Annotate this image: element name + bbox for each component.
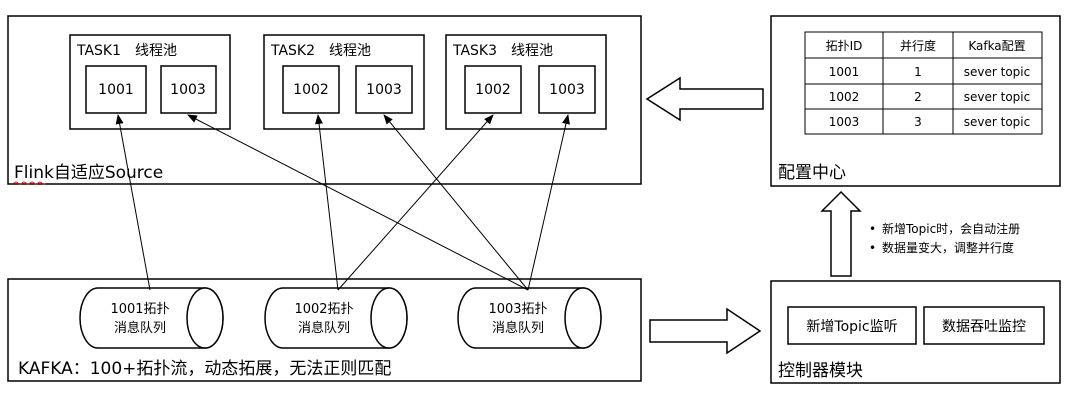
controller-to-config-arrow [820,190,862,277]
config-center-box [770,15,1061,187]
spellcheck-underline [13,181,47,185]
arrow-1003-to-task1 [187,114,529,291]
flink-source-label: Flink自适应Source [14,163,163,183]
kafka-queue-1003: 1003拓扑 消息队列 [457,287,602,349]
kafka-queue-1002: 1002拓扑 消息队列 [264,287,408,349]
config-table-cell: sever topic [964,65,1030,79]
task2-slot-1003-label: 1003 [366,82,402,98]
task1-slot-1001 [85,65,147,114]
task2-title: TASK2 线程池 [270,43,371,59]
queue-end-cap [564,287,602,349]
note-bullet: • [869,222,876,236]
queue-label-line2: 消息队列 [492,320,544,336]
config-table-cell: 1001 [829,65,860,79]
config-table-cell: sever topic [964,90,1030,104]
new-topic-listener-label: 新增Topic监听 [806,319,897,335]
task3-slot-1003 [538,65,596,114]
kafka-queue-1001: 1001拓扑 消息队列 [79,287,224,349]
queue-label-line2: 消息队列 [114,320,166,336]
task1-slot-1003 [160,65,217,114]
throughput-monitor-box [923,306,1045,345]
kafka-label: KAFKA：100+拓扑流，动态拓展，无法正则匹配 [18,359,391,379]
new-topic-listener-box [787,306,917,345]
arrow-1002-to-task3 [337,114,494,291]
controller-label: 控制器模块 [778,361,863,381]
config-table-cell: 2 [914,90,922,104]
config-to-flink-arrow [645,76,764,122]
task1-slot-1001-label: 1001 [98,82,134,98]
task1-slot-1003-label: 1003 [170,82,206,98]
config-table-cell: 1003 [829,115,860,129]
task1-title: TASK1 线程池 [76,43,177,59]
arrow-1001-to-task1 [115,114,151,291]
config-table-header: 并行度 [900,38,936,53]
config-table-cell: sever topic [964,115,1030,129]
task2-slot-1002-label: 1002 [293,82,329,98]
config-center-label: 配置中心 [778,163,846,183]
task2-slot-1003 [355,65,413,114]
config-table-cell: 1 [914,65,922,79]
arrow-1002-to-task2 [315,114,339,291]
queue-end-cap [370,287,408,349]
note-scale-parallelism: 数据量变大，调整并行度 [882,240,1014,255]
queue-end-cap [186,287,224,349]
throughput-monitor-label: 数据吞吐监控 [942,319,1026,335]
connection-arrows [115,114,570,291]
queue-label-line1: 1003拓扑 [488,302,547,317]
arrow-1003-to-task2 [383,114,529,291]
note-bullet: • [869,241,876,255]
task3-slot-1002-label: 1002 [475,82,511,98]
queue-label-line1: 1001拓扑 [110,302,169,317]
config-table: 拓扑ID 并行度 Kafka配置 1001 1 sever topic 1002… [804,31,1043,135]
task3-title: TASK3 线程池 [452,43,553,59]
task3-slot-1002 [464,65,522,114]
arrow-1003-to-task3 [527,114,570,291]
config-table-border [804,31,1043,135]
kafka-to-controller-arrow [649,307,762,355]
queue-label-line1: 1002拓扑 [294,302,353,317]
config-table-cell: 1002 [829,90,860,104]
note-new-topic: 新增Topic时，会自动注册 [882,221,1020,236]
config-table-header: Kafka配置 [968,39,1025,53]
config-table-header: 拓扑ID [826,39,863,53]
task2-slot-1002 [282,65,340,114]
queue-label-line2: 消息队列 [298,320,350,336]
config-table-cell: 3 [914,115,922,129]
task3-slot-1003-label: 1003 [549,82,585,98]
